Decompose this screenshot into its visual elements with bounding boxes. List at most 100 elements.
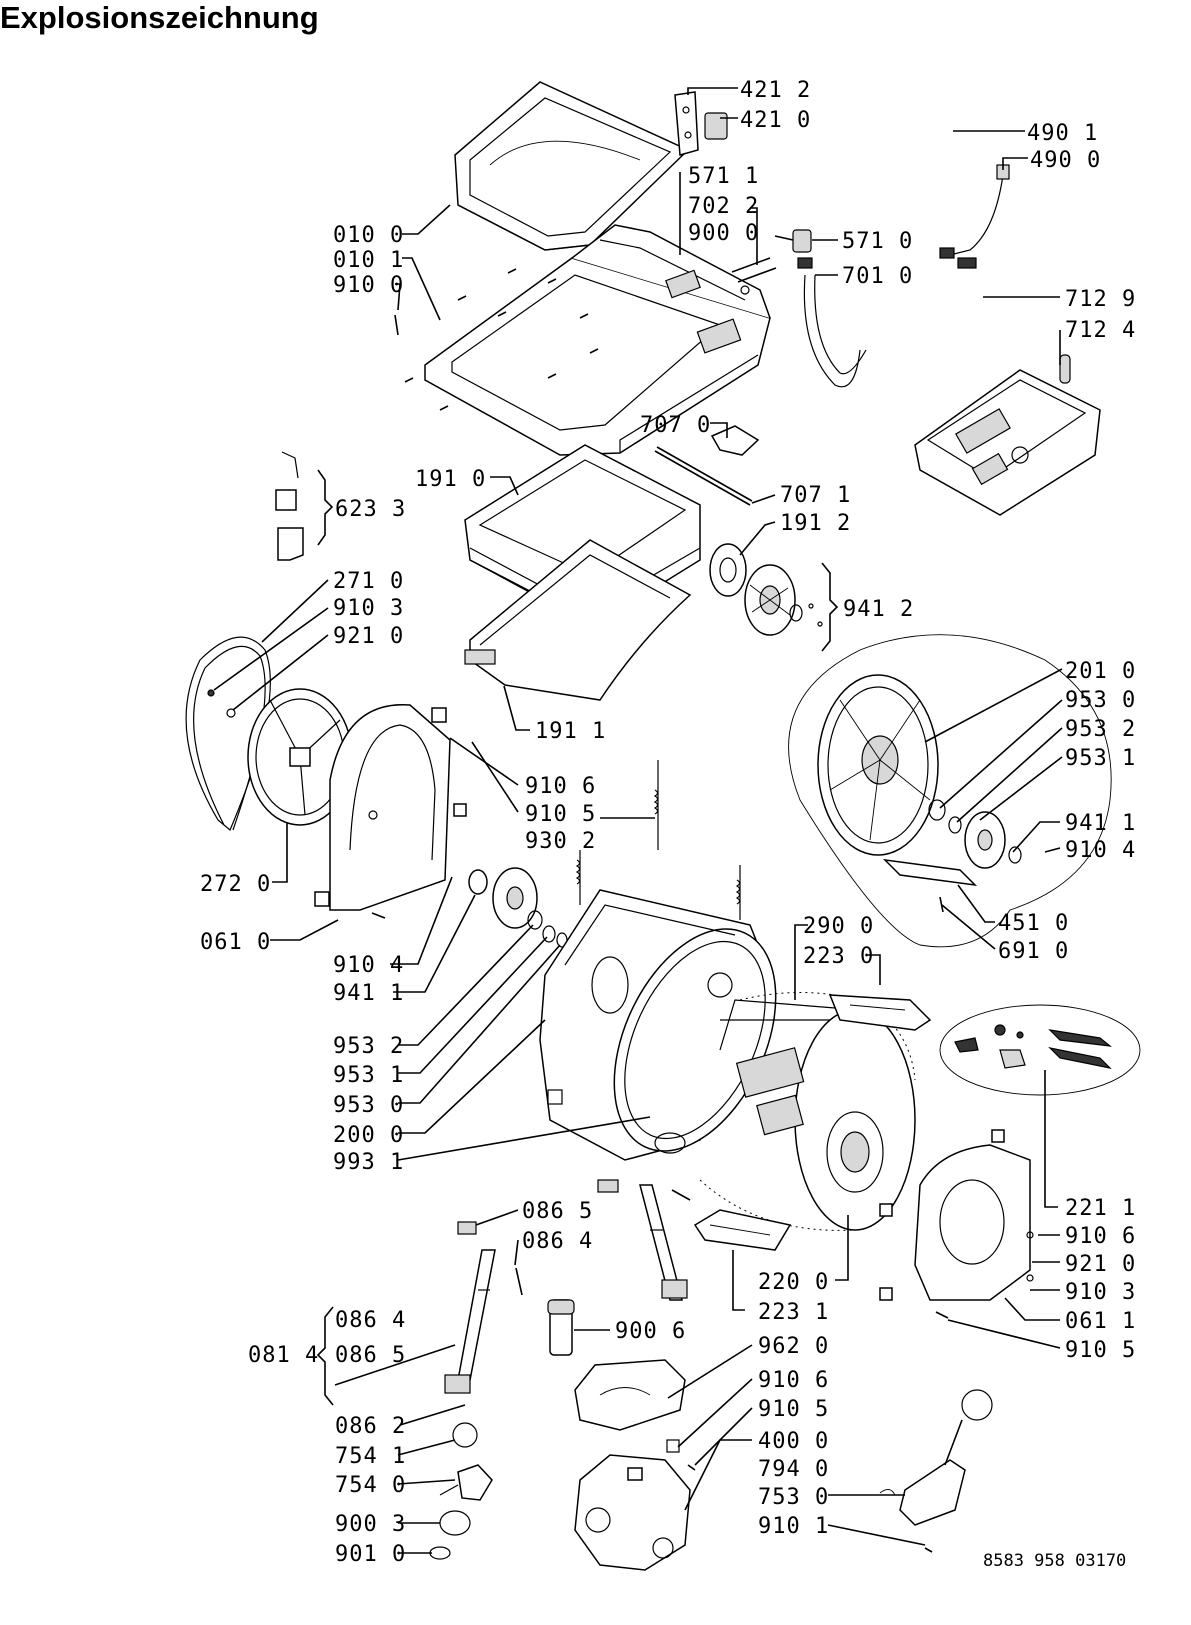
label-910-5-left: 910 5 <box>525 802 596 827</box>
pulley-parts <box>709 543 823 636</box>
label-901-0: 901 0 <box>335 1542 406 1567</box>
label-941-1-left: 941 1 <box>333 981 404 1006</box>
label-191-0: 191 0 <box>415 467 486 492</box>
label-223-0: 223 0 <box>803 944 874 969</box>
label-571-0: 571 0 <box>842 229 913 254</box>
page-title: Explosionszeichnung <box>0 0 319 35</box>
label-081-4: 081 4 <box>248 1343 319 1368</box>
drum-fittings-part <box>939 1004 1141 1096</box>
label-421-0: 421 0 <box>740 108 811 133</box>
label-421-2: 421 2 <box>740 78 811 103</box>
lifter-part <box>828 994 932 1031</box>
label-993-1: 993 1 <box>333 1150 404 1175</box>
sensor-parts <box>275 451 304 561</box>
label-191-1: 191 1 <box>535 719 606 744</box>
label-910-4-left: 910 4 <box>333 953 404 978</box>
label-010-0: 010 0 <box>333 223 404 248</box>
top-frame-part <box>424 224 771 456</box>
label-571-1: 571 1 <box>688 164 759 189</box>
label-061-1: 061 1 <box>1065 1309 1136 1334</box>
label-221-1: 221 1 <box>1065 1196 1136 1221</box>
label-910-6-left: 910 6 <box>525 774 596 799</box>
label-953-0-top: 953 0 <box>1065 688 1136 713</box>
label-900-0: 900 0 <box>688 221 759 246</box>
label-754-1: 754 1 <box>335 1444 406 1469</box>
label-223-1: 223 1 <box>758 1300 829 1325</box>
label-910-3-right: 910 3 <box>1065 1280 1136 1305</box>
label-061-0: 061 0 <box>200 930 271 955</box>
label-086-5-top: 086 5 <box>522 1199 593 1224</box>
inlet-valve-part <box>731 229 867 388</box>
label-086-4-top: 086 4 <box>522 1229 593 1254</box>
cylinder-part <box>547 1299 575 1356</box>
label-910-6-middle: 910 6 <box>758 1368 829 1393</box>
label-490-1: 490 1 <box>1027 121 1098 146</box>
power-cable-part <box>939 164 1010 269</box>
label-900-3: 900 3 <box>335 1512 406 1537</box>
label-941-2: 941 2 <box>843 597 914 622</box>
rear-housing-part <box>314 704 467 919</box>
label-086-2: 086 2 <box>335 1414 406 1439</box>
pump-part <box>574 1439 696 1571</box>
label-712-9: 712 9 <box>1065 287 1136 312</box>
document-number: 8583 958 03170 <box>983 1551 1126 1571</box>
plate-part <box>574 1359 686 1431</box>
detergent-drawer-part <box>914 354 1101 516</box>
label-272-0: 272 0 <box>200 872 271 897</box>
label-953-1-bottom: 953 1 <box>333 1063 404 1088</box>
part-labels: 421 2 421 0 490 1 490 0 571 1 702 2 900 … <box>200 78 1136 1571</box>
label-707-1: 707 1 <box>780 483 851 508</box>
label-930-2: 930 2 <box>525 829 596 854</box>
label-701-0: 701 0 <box>842 264 913 289</box>
top-frame-screws <box>394 268 599 411</box>
label-910-5-middle: 910 5 <box>758 1397 829 1422</box>
part-drawings <box>185 81 1141 1571</box>
label-220-0: 220 0 <box>758 1270 829 1295</box>
label-691-0: 691 0 <box>998 939 1069 964</box>
label-953-2-bottom: 953 2 <box>333 1034 404 1059</box>
label-200-0: 200 0 <box>333 1123 404 1148</box>
label-086-4-group: 086 4 <box>335 1308 406 1333</box>
label-941-1-right: 941 1 <box>1065 811 1136 836</box>
label-191-2: 191 2 <box>780 511 851 536</box>
pressure-switch-part <box>879 1389 993 1553</box>
label-910-0: 910 0 <box>333 273 404 298</box>
label-754-0: 754 0 <box>335 1473 406 1498</box>
label-921-0-top: 921 0 <box>333 624 404 649</box>
leader-lines <box>213 87 1063 1554</box>
label-707-0: 707 0 <box>640 413 711 438</box>
rod-and-pad-parts <box>654 425 760 506</box>
label-910-1: 910 1 <box>758 1514 829 1539</box>
label-451-0: 451 0 <box>998 911 1069 936</box>
label-962-0: 962 0 <box>758 1334 829 1359</box>
label-953-0-bottom: 953 0 <box>333 1093 404 1118</box>
label-953-1-top: 953 1 <box>1065 746 1136 771</box>
label-910-6-right: 910 6 <box>1065 1224 1136 1249</box>
shock-absorber-right <box>597 1179 691 1301</box>
label-490-0: 490 0 <box>1030 148 1101 173</box>
label-712-4: 712 4 <box>1065 318 1136 343</box>
label-010-1: 010 1 <box>333 248 404 273</box>
tub-cover-part <box>464 539 692 701</box>
label-921-0-right: 921 0 <box>1065 1252 1136 1277</box>
bottom-tray-part <box>693 1209 792 1251</box>
label-290-0: 290 0 <box>803 914 874 939</box>
shock-absorber-left <box>444 1221 523 1394</box>
front-housing-part <box>879 1129 1034 1319</box>
drum-support-callout <box>788 634 1112 948</box>
label-910-5-right: 910 5 <box>1065 1338 1136 1363</box>
label-201-0: 201 0 <box>1065 659 1136 684</box>
label-623-3: 623 3 <box>335 497 406 522</box>
label-702-2: 702 2 <box>688 194 759 219</box>
label-271-0: 271 0 <box>333 569 404 594</box>
label-910-3-top: 910 3 <box>333 596 404 621</box>
label-400-0: 400 0 <box>758 1429 829 1454</box>
label-953-2-top: 953 2 <box>1065 717 1136 742</box>
bearing-parts-left <box>468 867 568 948</box>
label-794-0: 794 0 <box>758 1457 829 1482</box>
label-900-6: 900 6 <box>615 1319 686 1344</box>
top-lid-part <box>454 81 690 251</box>
outer-tub-part <box>539 889 777 1161</box>
